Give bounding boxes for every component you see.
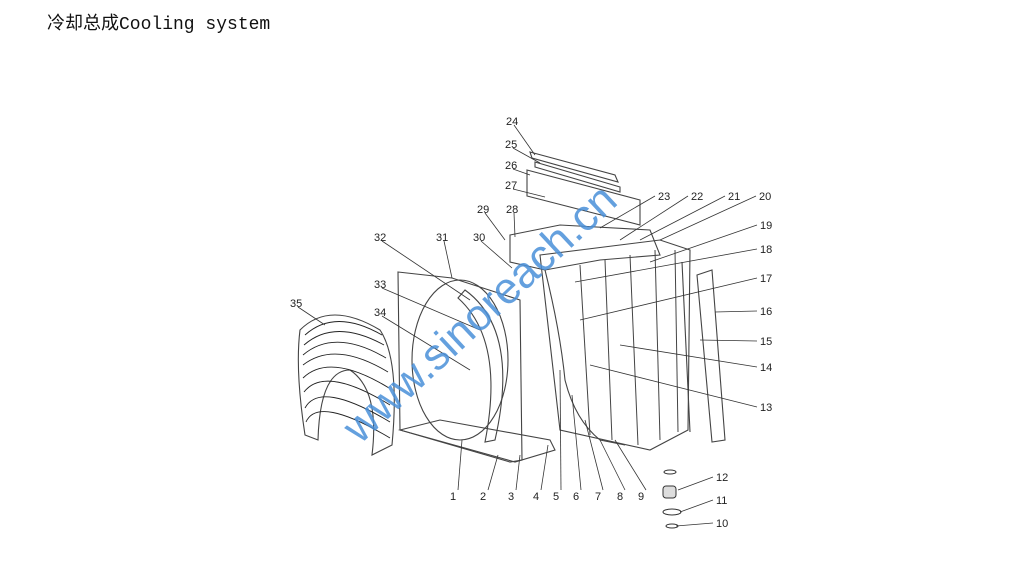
callout-6: 6 — [573, 491, 579, 503]
leader-line-27 — [512, 188, 546, 198]
page-title: 冷却总成Cooling system — [47, 9, 270, 35]
leader-line-11 — [679, 499, 714, 513]
leader-line-14 — [619, 344, 758, 368]
side-rod — [681, 261, 691, 433]
callout-32: 32 — [374, 232, 386, 244]
callout-33: 33 — [374, 279, 386, 291]
leader-line-10 — [675, 522, 714, 527]
callout-21: 21 — [728, 191, 740, 203]
leader-line-35 — [297, 306, 326, 326]
coolant-hose — [544, 269, 626, 446]
leader-line-15 — [699, 339, 758, 342]
leader-line-24 — [513, 124, 536, 156]
callout-1: 1 — [450, 491, 456, 503]
leader-line-32 — [381, 240, 471, 301]
callout-35: 35 — [290, 298, 302, 310]
leader-line-2 — [487, 454, 499, 491]
callout-16: 16 — [760, 306, 772, 318]
leader-line-25 — [512, 147, 541, 164]
leader-line-5 — [559, 369, 562, 491]
callout-10: 10 — [716, 518, 728, 530]
callout-8: 8 — [617, 491, 623, 503]
leader-line-16 — [714, 310, 758, 313]
leader-line-7 — [584, 419, 604, 491]
callout-23: 23 — [658, 191, 670, 203]
fan-guard — [297, 314, 395, 456]
shroud-ring — [411, 279, 509, 441]
callout-27: 27 — [505, 180, 517, 192]
leader-line-12 — [677, 476, 714, 491]
leader-line-20 — [659, 195, 757, 241]
top-plate — [526, 169, 641, 226]
callout-29: 29 — [477, 204, 489, 216]
callout-28: 28 — [506, 204, 518, 216]
leader-line-9 — [614, 439, 647, 491]
callout-11: 11 — [716, 495, 727, 507]
leader-line-19 — [649, 224, 758, 263]
top-rail — [529, 151, 619, 183]
callout-25: 25 — [505, 139, 517, 151]
callout-26: 26 — [505, 160, 517, 172]
leader-line-30 — [480, 240, 513, 269]
callout-20: 20 — [759, 191, 771, 203]
callout-5: 5 — [553, 491, 559, 503]
callout-3: 3 — [508, 491, 514, 503]
leader-line-29 — [484, 212, 506, 241]
leader-line-26 — [512, 168, 531, 176]
leader-line-13 — [589, 364, 758, 408]
leader-line-1 — [457, 439, 463, 491]
radiator-frame — [539, 239, 691, 451]
mount-parts — [662, 469, 682, 529]
callout-18: 18 — [760, 244, 772, 256]
leader-line-33 — [381, 287, 481, 331]
radiator-bars — [579, 249, 679, 446]
leader-line-6 — [571, 394, 582, 491]
callout-14: 14 — [760, 362, 772, 374]
callout-24: 24 — [506, 116, 518, 128]
callout-31: 31 — [436, 232, 448, 244]
callout-15: 15 — [760, 336, 772, 348]
title-cn: 冷却总成 — [47, 13, 119, 34]
callout-leaders — [297, 124, 758, 527]
leader-line-28 — [513, 212, 516, 238]
callout-12: 12 — [716, 472, 728, 484]
leader-line-23 — [599, 195, 656, 229]
top-strip — [534, 161, 621, 193]
callout-13: 13 — [760, 402, 772, 414]
title-en: Cooling system — [119, 15, 271, 35]
leader-line-4 — [540, 444, 549, 491]
callout-17: 17 — [760, 273, 772, 285]
leader-line-8 — [599, 439, 626, 491]
leader-line-3 — [515, 454, 521, 491]
lower-bracket — [397, 419, 556, 463]
side-plate — [696, 269, 726, 443]
callout-4: 4 — [533, 491, 539, 503]
fan-guard-rings — [302, 321, 391, 439]
leader-line-17 — [579, 277, 758, 321]
leader-line-18 — [574, 248, 758, 283]
callout-9: 9 — [638, 491, 644, 503]
callout-7: 7 — [595, 491, 601, 503]
callout-30: 30 — [473, 232, 485, 244]
seal-ring — [457, 289, 504, 443]
callout-34: 34 — [374, 307, 386, 319]
callout-19: 19 — [760, 220, 772, 232]
callout-2: 2 — [480, 491, 486, 503]
leader-line-21 — [639, 195, 726, 241]
leader-line-34 — [381, 315, 471, 371]
leader-line-31 — [443, 240, 453, 279]
callout-22: 22 — [691, 191, 703, 203]
leader-line-22 — [619, 195, 689, 241]
